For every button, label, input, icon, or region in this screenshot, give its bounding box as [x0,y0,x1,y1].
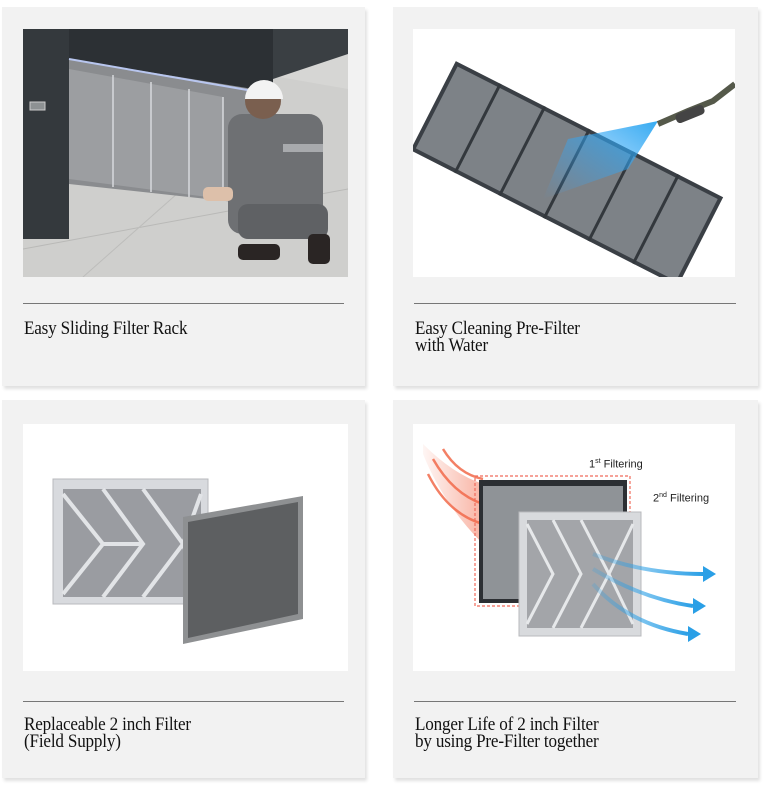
water-cleaning-image [413,29,735,277]
caption-line: Easy Cleaning Pre-Filter [415,318,580,339]
feature-card-longer-life: 1st Filtering 2nd Filtering Longer Life … [393,400,758,778]
card-caption: Easy Cleaning Pre-Filter with Water [415,318,580,356]
card-caption: Easy Sliding Filter Rack [24,318,188,339]
feature-card-sliding-rack: Easy Sliding Filter Rack [2,7,365,386]
second-filtering-label: 2nd Filtering [653,492,710,505]
feature-card-replaceable-filter: Replaceable 2 inch Filter (Field Supply) [2,400,365,778]
divider [414,701,736,702]
dual-filtering-image: 1st Filtering 2nd Filtering [413,424,735,671]
card-caption: Longer Life of 2 inch Filter by using Pr… [415,714,599,752]
caption-line: Easy Sliding Filter Rack [24,318,188,339]
card-caption: Replaceable 2 inch Filter (Field Supply) [24,714,191,752]
sliding-rack-image [23,29,348,277]
first-filtering-label: 1st Filtering [589,458,643,471]
divider [23,303,344,304]
divider [23,701,344,702]
divider [414,303,736,304]
caption-line: (Field Supply) [24,731,121,752]
replaceable-filter-image [23,424,348,671]
feature-card-easy-cleaning: Easy Cleaning Pre-Filter with Water [393,7,758,386]
caption-line: with Water [415,335,488,356]
caption-line: Replaceable 2 inch Filter [24,714,191,735]
caption-line: by using Pre-Filter together [415,731,599,752]
caption-line: Longer Life of 2 inch Filter [415,714,599,735]
